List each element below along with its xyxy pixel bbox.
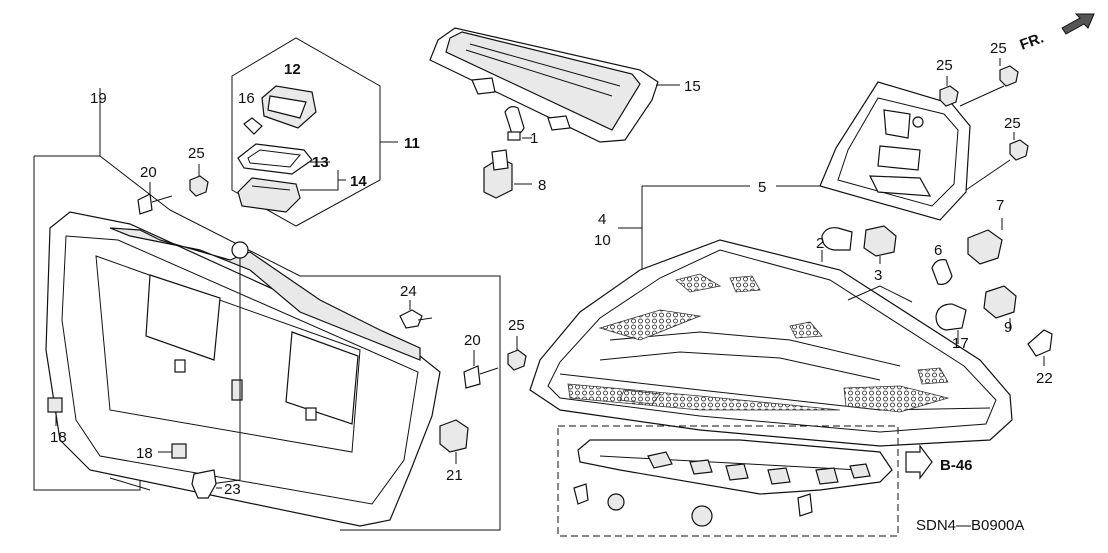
gasket-5 xyxy=(819,81,971,221)
reference-label: B-46 xyxy=(940,457,973,474)
callout-6: 6 xyxy=(934,242,942,259)
callout-16: 16 xyxy=(238,90,255,107)
bulb-16 xyxy=(243,117,263,135)
socket-7 xyxy=(967,229,1003,265)
nut-25-mid xyxy=(507,349,527,371)
callout-15: 15 xyxy=(684,78,701,95)
bulb-6 xyxy=(931,259,953,285)
bracket xyxy=(577,439,893,495)
callout-10: 10 xyxy=(594,232,611,249)
socket-3 xyxy=(863,225,897,257)
taillight-assembly xyxy=(529,239,1013,447)
callout-4: 4 xyxy=(598,211,606,228)
callout-25-mid: 25 xyxy=(508,317,525,334)
screw-20-right xyxy=(463,365,499,389)
diagram-code: SDN4—B0900A xyxy=(916,517,1024,534)
callout-19: 19 xyxy=(90,90,107,107)
bulb-1 xyxy=(504,106,525,141)
callout-8: 8 xyxy=(538,177,546,194)
bulb-17 xyxy=(935,303,967,331)
clip-18-bottom xyxy=(171,443,187,459)
callout-17: 17 xyxy=(952,335,969,352)
callout-21: 21 xyxy=(446,467,463,484)
direction-label: FR. xyxy=(1018,30,1047,54)
socket-8 xyxy=(483,149,513,199)
callout-25-b: 25 xyxy=(990,40,1007,57)
callout-24: 24 xyxy=(400,283,417,300)
bracket-clips xyxy=(573,483,813,527)
callout-18-left: 18 xyxy=(50,429,67,446)
clip-23 xyxy=(191,469,217,499)
bulb-2 xyxy=(821,227,853,251)
callout-7: 7 xyxy=(996,197,1004,214)
callout-23: 23 xyxy=(224,481,241,498)
callout-18-bottom: 18 xyxy=(136,445,153,462)
screw-20-left xyxy=(137,193,173,215)
callout-20-right: 20 xyxy=(464,332,481,349)
nut-25-b xyxy=(999,65,1019,87)
nut-25-left xyxy=(189,175,209,197)
socket-21 xyxy=(439,419,469,453)
group-11-outline xyxy=(231,37,381,227)
rear-garnish-19 xyxy=(45,211,441,527)
callout-20-left: 20 xyxy=(140,164,157,181)
callout-2: 2 xyxy=(816,235,824,252)
callout-25-c: 25 xyxy=(1004,115,1021,132)
nut-25-c xyxy=(1009,139,1029,161)
gasket-13 xyxy=(237,143,313,175)
license-light-housing-12 xyxy=(261,85,317,129)
callout-25-left: 25 xyxy=(188,145,205,162)
high-mount-stop-light xyxy=(429,27,659,143)
clip-22 xyxy=(1027,329,1053,357)
callout-25-a: 25 xyxy=(936,57,953,74)
clip-24 xyxy=(399,309,433,329)
callout-22: 22 xyxy=(1036,370,1053,387)
callout-1: 1 xyxy=(530,130,538,147)
callout-12: 12 xyxy=(284,61,301,78)
front-direction-arrow xyxy=(1061,13,1095,35)
nut-25-a xyxy=(939,85,959,107)
socket-9 xyxy=(983,285,1017,319)
lens-14 xyxy=(237,177,301,213)
bracket-group-outline xyxy=(557,425,899,537)
callout-5: 5 xyxy=(758,179,766,196)
callout-13: 13 xyxy=(312,154,329,171)
callout-3: 3 xyxy=(874,267,882,284)
clip-18-top xyxy=(47,397,63,413)
callout-9: 9 xyxy=(1004,319,1012,336)
callout-11: 11 xyxy=(404,135,420,152)
callout-14: 14 xyxy=(350,173,367,190)
reference-arrow xyxy=(905,444,933,480)
